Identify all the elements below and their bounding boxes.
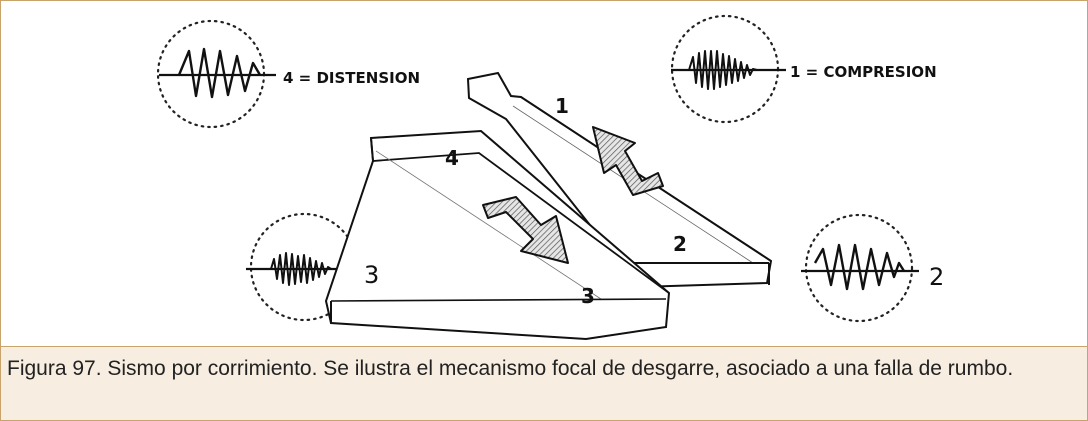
label-block-4: 4: [445, 146, 459, 170]
seismogram-distension-circle: [156, 19, 276, 129]
label-block-3: 3: [581, 284, 595, 308]
diagram-area: 4 = DISTENSION 1 = COMPRESION 3 2 1 2 3 …: [1, 1, 1087, 347]
arrow-left-block-movement: [482, 196, 569, 264]
label-circle-3: 3: [364, 261, 379, 289]
seismogram-circle-2: [801, 213, 919, 323]
label-block-2: 2: [673, 232, 687, 256]
label-compresion: 1 = COMPRESION: [790, 63, 937, 81]
fault-block-left: [324, 129, 671, 341]
strike-slip-diagram: 4 = DISTENSION 1 = COMPRESION 3 2 1 2 3 …: [156, 14, 944, 341]
label-distension: 4 = DISTENSION: [283, 69, 420, 87]
figure-caption: Figura 97. Sismo por corrimiento. Se ilu…: [7, 357, 1014, 380]
seismogram-compresion-circle: [670, 14, 786, 124]
label-block-1: 1: [555, 94, 569, 118]
caption-box: Figura 97. Sismo por corrimiento. Se ilu…: [1, 347, 1087, 420]
arrow-right-block-movement: [592, 126, 664, 196]
label-circle-2: 2: [929, 263, 944, 291]
